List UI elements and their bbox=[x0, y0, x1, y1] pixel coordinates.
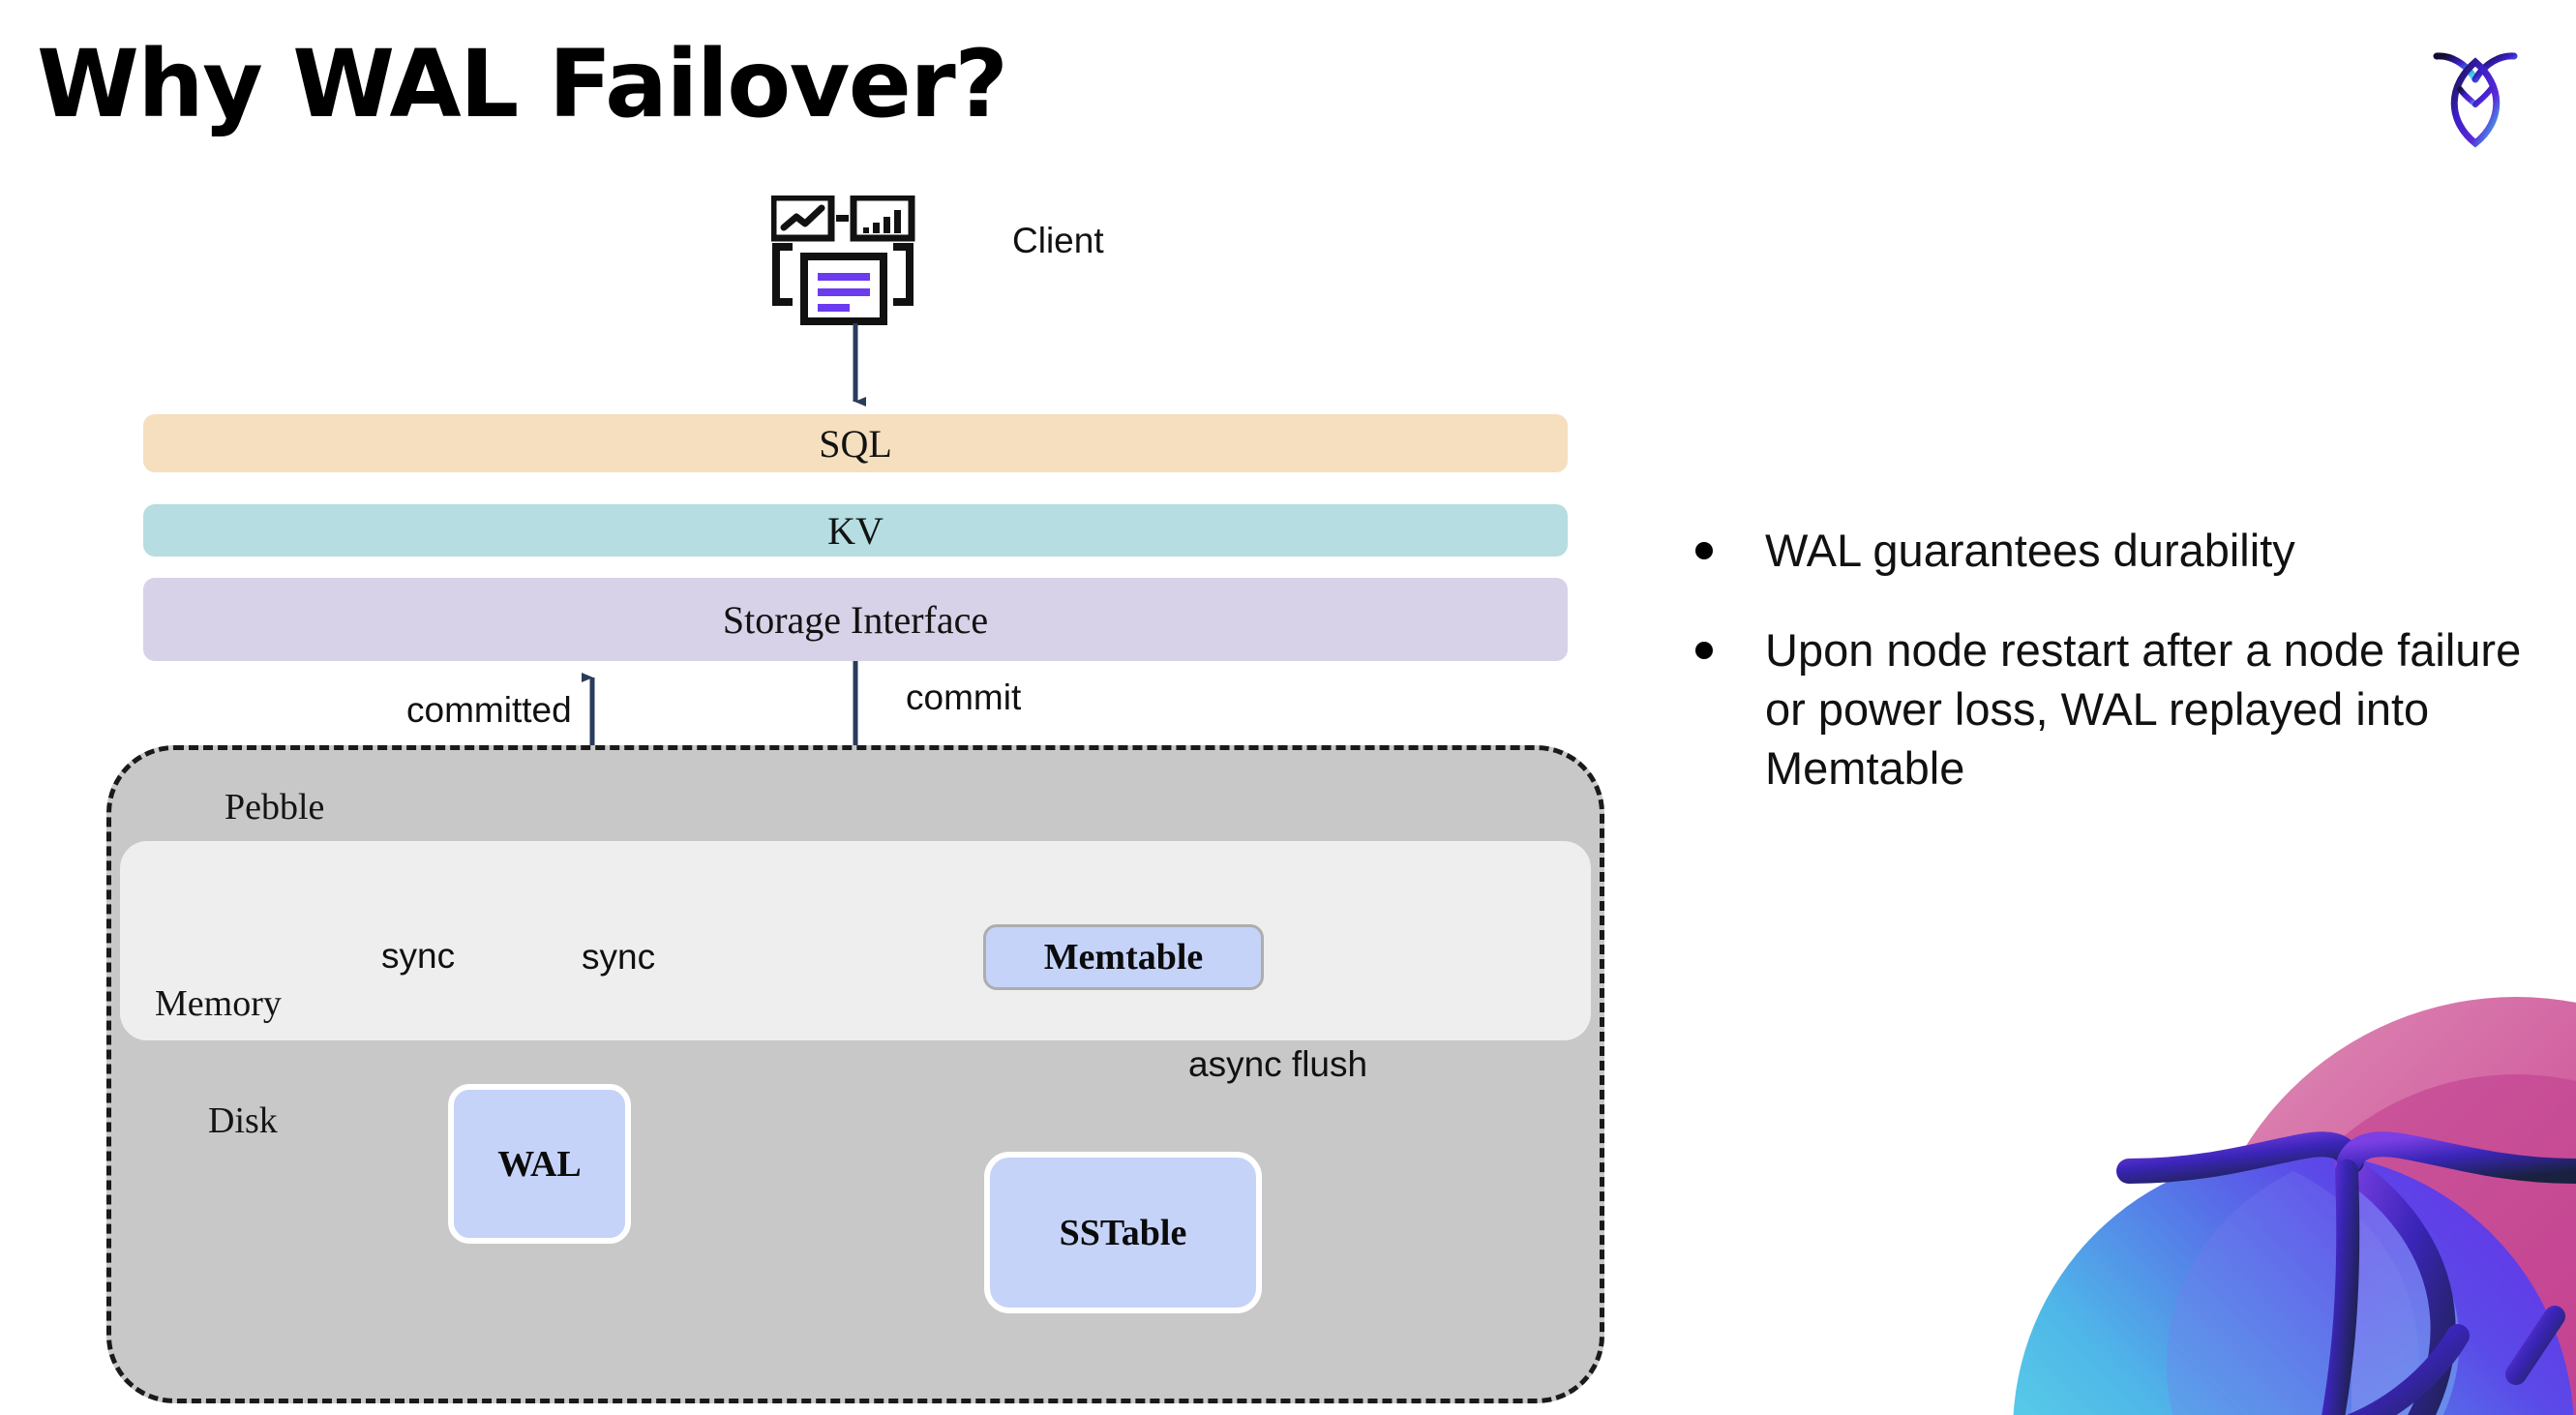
node-label-memtable: Memtable bbox=[1043, 937, 1204, 978]
disk-label: Disk bbox=[208, 1100, 278, 1141]
client-dashboard-icon bbox=[769, 194, 922, 325]
edge-label-committed: committed bbox=[406, 690, 572, 730]
bullet-text: WAL guarantees durability bbox=[1765, 525, 2295, 576]
layer-label-kv: KV bbox=[827, 508, 884, 553]
bullet-dot-icon bbox=[1695, 642, 1713, 660]
layer-label-storage-interface: Storage Interface bbox=[722, 597, 989, 642]
bullet-text: Upon node restart after a node failure o… bbox=[1765, 624, 2522, 795]
layer-bar-sql: SQL bbox=[143, 414, 1568, 472]
node-sstable: SSTable bbox=[984, 1152, 1262, 1313]
node-label-wal: WAL bbox=[497, 1143, 582, 1185]
architecture-diagram: Client bbox=[106, 194, 1604, 1403]
pebble-label: Pebble bbox=[225, 787, 325, 828]
layer-bar-storage-interface: Storage Interface bbox=[143, 578, 1568, 661]
edge-label-async-flush: async flush bbox=[1188, 1044, 1368, 1084]
node-label-sstable: SSTable bbox=[1059, 1212, 1187, 1253]
memory-region bbox=[120, 841, 1591, 1040]
edge-label-sync-2: sync bbox=[582, 937, 656, 977]
client-label: Client bbox=[1012, 221, 1104, 260]
page-title: Why WAL Failover? bbox=[37, 30, 1008, 138]
memory-label: Memory bbox=[155, 983, 282, 1024]
node-memtable: Memtable bbox=[983, 924, 1264, 990]
node-wal: WAL bbox=[448, 1084, 631, 1244]
list-item: WAL guarantees durability bbox=[1695, 521, 2547, 580]
bullet-list: WAL guarantees durability Upon node rest… bbox=[1695, 521, 2547, 838]
edge-label-sync-1: sync bbox=[381, 936, 456, 976]
cockroachdb-logo-icon bbox=[2417, 37, 2533, 153]
decorative-gradient-circles bbox=[1974, 929, 2576, 1415]
bullet-dot-icon bbox=[1695, 542, 1713, 559]
layer-bar-kv: KV bbox=[143, 504, 1568, 557]
edge-label-commit: commit bbox=[906, 677, 1022, 717]
layer-label-sql: SQL bbox=[819, 421, 892, 466]
list-item: Upon node restart after a node failure o… bbox=[1695, 620, 2547, 798]
